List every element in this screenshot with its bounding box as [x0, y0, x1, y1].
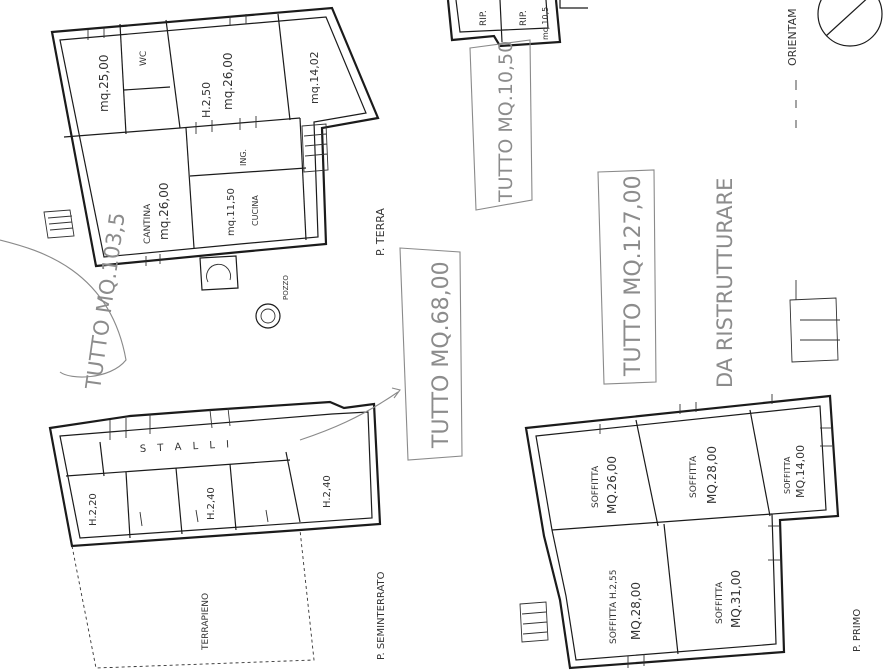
semi-total-note: TUTTO MQ.68,00	[429, 261, 454, 449]
primo-stairs	[519, 601, 549, 643]
primo-room-name: SOFFITTA	[783, 456, 792, 494]
semi-wall	[99, 441, 105, 477]
terra-outer-wall	[50, 6, 380, 268]
north-arrow-line	[825, 0, 867, 37]
semi-total-box	[399, 247, 463, 461]
terra-stairs	[43, 209, 75, 239]
semi-outer-wall	[48, 400, 382, 548]
rip-room-label: RIP.	[519, 10, 529, 26]
terra-room-name: ING.	[239, 149, 248, 166]
semi-room-height: H.2,40	[322, 475, 333, 508]
primo-room-name: SOFFITTA H.2,55	[609, 570, 619, 644]
north-arrow-circle	[817, 0, 883, 47]
terra-door-marks	[87, 14, 257, 266]
primo-total-box	[597, 169, 657, 385]
semi-room-height: H.2,40	[206, 487, 217, 520]
plan-piano-primo: SOFFITTA MQ.26,00 SOFFITTA MQ.28,00 SOFF…	[519, 394, 863, 670]
semi-inner-wall	[59, 411, 373, 539]
semi-floor-label: P. SEMINTERRATO	[376, 571, 387, 660]
primo-floor-label: P. PRIMO	[852, 609, 863, 652]
semi-corridor-wall	[65, 459, 291, 477]
primo-room-area: MQ.31,00	[729, 570, 743, 628]
terra-wall	[299, 117, 307, 241]
terra-wall	[277, 13, 291, 121]
orientation-label: ORIENTAM	[786, 8, 799, 66]
terra-room-name: CUCINA	[251, 195, 260, 226]
terra-inner-wall	[59, 16, 367, 258]
primo-outer-wall	[524, 394, 840, 670]
rip-total-box	[469, 39, 533, 211]
terra-room-name: CANTINA	[143, 203, 153, 244]
terra-wall	[189, 167, 307, 177]
semi-total-arrow	[299, 387, 401, 441]
ristrutturare-note: DA RISTRUTTURARE	[713, 178, 737, 388]
terra-room-name: WC	[139, 51, 149, 66]
orientation-box	[789, 297, 839, 363]
terra-oven	[199, 255, 239, 291]
rip-total-note: TUTTO MQ.10,50	[495, 41, 517, 203]
terra-well-inner	[260, 308, 276, 324]
primo-wall	[663, 523, 679, 655]
semi-wall	[125, 471, 131, 539]
primo-room-area: MQ.28,00	[629, 582, 643, 640]
semi-stalli-label: S T A L L I	[140, 439, 234, 455]
orientation-dashes	[795, 80, 840, 341]
terra-wall	[165, 19, 181, 129]
terra-room-area: mq.26,00	[157, 183, 171, 240]
terra-room-area: mq.25,00	[97, 55, 111, 112]
primo-room-name: SOFFITTA	[591, 465, 601, 508]
terra-stairs	[301, 123, 329, 173]
center-notes: TUTTO MQ.127,00 DA RISTRUTTURARE	[597, 169, 737, 388]
primo-room-area: MQ.28,00	[705, 446, 719, 504]
semi-door-marks	[109, 407, 269, 527]
rip-area: mq.10,5	[541, 7, 550, 40]
rip-outer-wall	[446, 0, 562, 48]
terra-pencil-bracket	[0, 239, 127, 378]
primo-room-name: SOFFITTA	[689, 455, 699, 498]
orientation: ORIENTAM	[786, 0, 883, 363]
plan-rip: RIP. RIP. mq.10,5 TUTTO MQ.10,50	[446, 0, 588, 211]
plan-seminterrato: S T A L L I H.2,20 H.2,40 H.2,40 TERRAPI…	[48, 247, 463, 669]
semi-wall	[229, 463, 237, 531]
semi-terrapieno-outline	[71, 529, 315, 669]
terra-wall	[123, 86, 171, 91]
terra-wall	[119, 23, 127, 135]
primo-wall	[635, 419, 659, 527]
terra-wall	[185, 127, 195, 249]
primo-room-name: SOFFITTA	[715, 581, 725, 624]
terra-oven-arch	[206, 263, 231, 283]
semi-wall	[285, 451, 301, 523]
rip-inner-wall	[455, 0, 588, 43]
terra-well-outer	[255, 303, 281, 329]
primo-wall	[749, 409, 771, 517]
terra-floor-label: P. TERRA	[374, 208, 387, 256]
terra-room-area: mq.11,50	[226, 188, 237, 236]
terra-wall	[63, 127, 181, 138]
semi-wall	[175, 467, 183, 535]
primo-inner-wall	[535, 405, 827, 661]
primo-total-note: TUTTO MQ.127,00	[621, 175, 646, 377]
terra-room-area: mq.14,02	[308, 51, 321, 104]
terra-well-label: POZZO	[282, 275, 290, 300]
semi-room-height: H.2,20	[88, 493, 99, 526]
terra-room-name: H.2,50	[200, 82, 213, 118]
terra-room-area: mq.26,00	[221, 53, 235, 110]
semi-terrapieno-label: TERRAPIENO	[201, 593, 211, 651]
rip-room-label: RIP.	[479, 10, 489, 26]
primo-door-marks	[599, 394, 832, 668]
primo-wall	[551, 513, 773, 531]
plan-piano-terra: POZZO mq.25,00 WC H.2,50 mq.26,00 mq.14,…	[0, 6, 387, 392]
primo-room-area: MQ.26,00	[605, 456, 619, 514]
primo-room-area: MQ.14,00	[794, 445, 807, 498]
